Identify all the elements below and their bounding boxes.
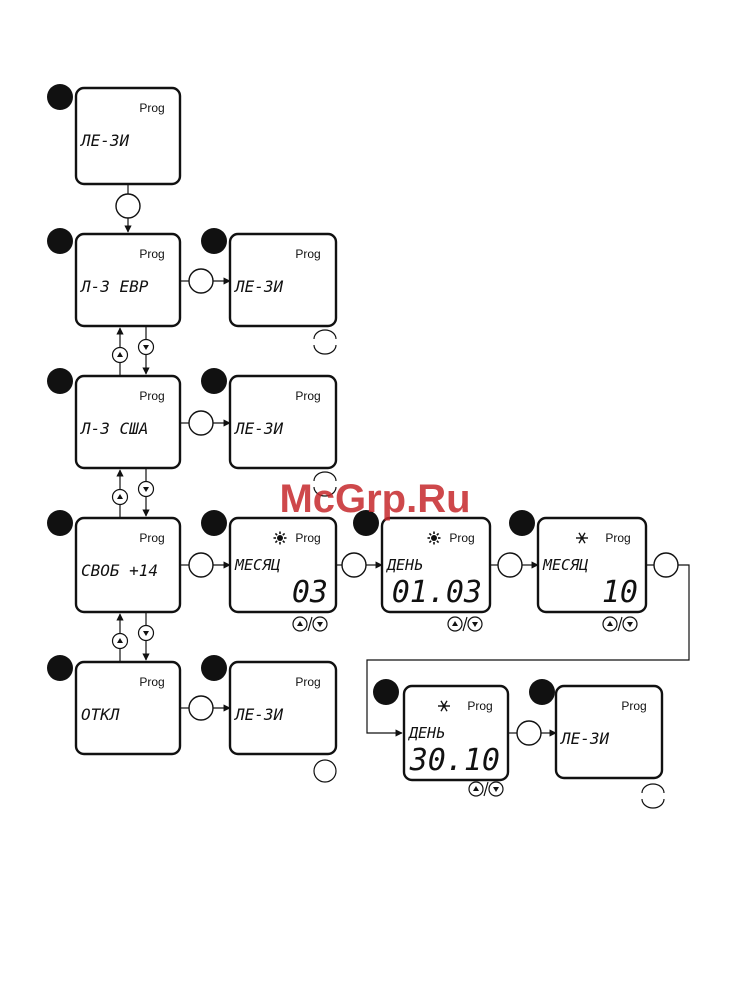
- prog-label: Prog: [139, 247, 164, 261]
- lcd-line1: СВОБ +14: [81, 561, 158, 580]
- lcd-screen-s4b: ProgДЕНЬ01.03: [382, 518, 490, 612]
- step-badge: [47, 84, 73, 110]
- step-badge: [201, 510, 227, 536]
- lcd-line2: 03: [292, 575, 328, 610]
- down-key-icon: [139, 626, 154, 641]
- lcd-line1: ДЕНЬ: [385, 556, 423, 574]
- step-badge: [201, 228, 227, 254]
- lcd-line1: ЛЕ-ЗИ: [79, 131, 130, 150]
- lcd-line1: ЛЕ-ЗИ: [233, 419, 284, 438]
- prog-label: Prog: [605, 531, 630, 545]
- step-badge: [373, 679, 399, 705]
- key-arc-top: [314, 330, 336, 339]
- down-key-icon: [139, 482, 154, 497]
- prog-label: Prog: [139, 675, 164, 689]
- prog-label: Prog: [295, 675, 320, 689]
- key-arc-bottom: [314, 345, 336, 354]
- updown-keys-icon: [603, 617, 637, 631]
- key-circle: [189, 269, 213, 293]
- prog-label: Prog: [449, 531, 474, 545]
- lcd-line2: 10: [602, 575, 638, 610]
- up-key-icon: [113, 634, 128, 649]
- lcd-line1: МЕСЯЦ: [234, 556, 280, 574]
- prog-label: Prog: [139, 101, 164, 115]
- key-circle: [654, 553, 678, 577]
- step-badge: [47, 510, 73, 536]
- key-circle: [116, 194, 140, 218]
- lcd-line1: ЛЕ-ЗИ: [559, 729, 610, 748]
- prog-label: Prog: [295, 247, 320, 261]
- lcd-line1: ДЕНЬ: [407, 724, 445, 742]
- step-badge: [509, 510, 535, 536]
- step-badge: [47, 368, 73, 394]
- down-key-icon: [139, 340, 154, 355]
- key-circle: [517, 721, 541, 745]
- key-circle: [342, 553, 366, 577]
- step-badge: [47, 655, 73, 681]
- step-badge: [201, 655, 227, 681]
- lcd-line2: 30.10: [409, 743, 500, 778]
- updown-keys-icon: [293, 617, 327, 631]
- sun-icon: [428, 532, 441, 545]
- lcd-line1: ОТКЛ: [81, 705, 120, 724]
- lcd-line2: 01.03: [392, 575, 482, 610]
- lcd-line1: Л-З ЕВР: [79, 277, 149, 296]
- key-circle: [314, 760, 336, 782]
- key-circle: [189, 411, 213, 435]
- step-badge: [201, 368, 227, 394]
- prog-label: Prog: [621, 699, 646, 713]
- prog-label: Prog: [467, 699, 492, 713]
- lcd-line1: МЕСЯЦ: [542, 556, 588, 574]
- updown-keys-icon: [469, 782, 503, 796]
- up-key-icon: [113, 348, 128, 363]
- key-circle: [498, 553, 522, 577]
- key-circle: [189, 553, 213, 577]
- sun-icon: [274, 532, 287, 545]
- step-badge: [47, 228, 73, 254]
- key-arc-top: [642, 784, 664, 793]
- updown-keys-icon: [448, 617, 482, 631]
- lcd-line1: ЛЕ-ЗИ: [233, 277, 284, 296]
- step-badge: [529, 679, 555, 705]
- key-circle: [189, 696, 213, 720]
- prog-label: Prog: [139, 531, 164, 545]
- key-arc-bottom: [642, 799, 664, 808]
- lcd-line1: Л-З США: [79, 419, 148, 438]
- lcd-line1: ЛЕ-ЗИ: [233, 705, 284, 724]
- up-key-icon: [113, 490, 128, 505]
- watermark-text: McGrp.Ru: [279, 477, 470, 521]
- prog-label: Prog: [139, 389, 164, 403]
- prog-label: Prog: [295, 389, 320, 403]
- prog-label: Prog: [295, 531, 320, 545]
